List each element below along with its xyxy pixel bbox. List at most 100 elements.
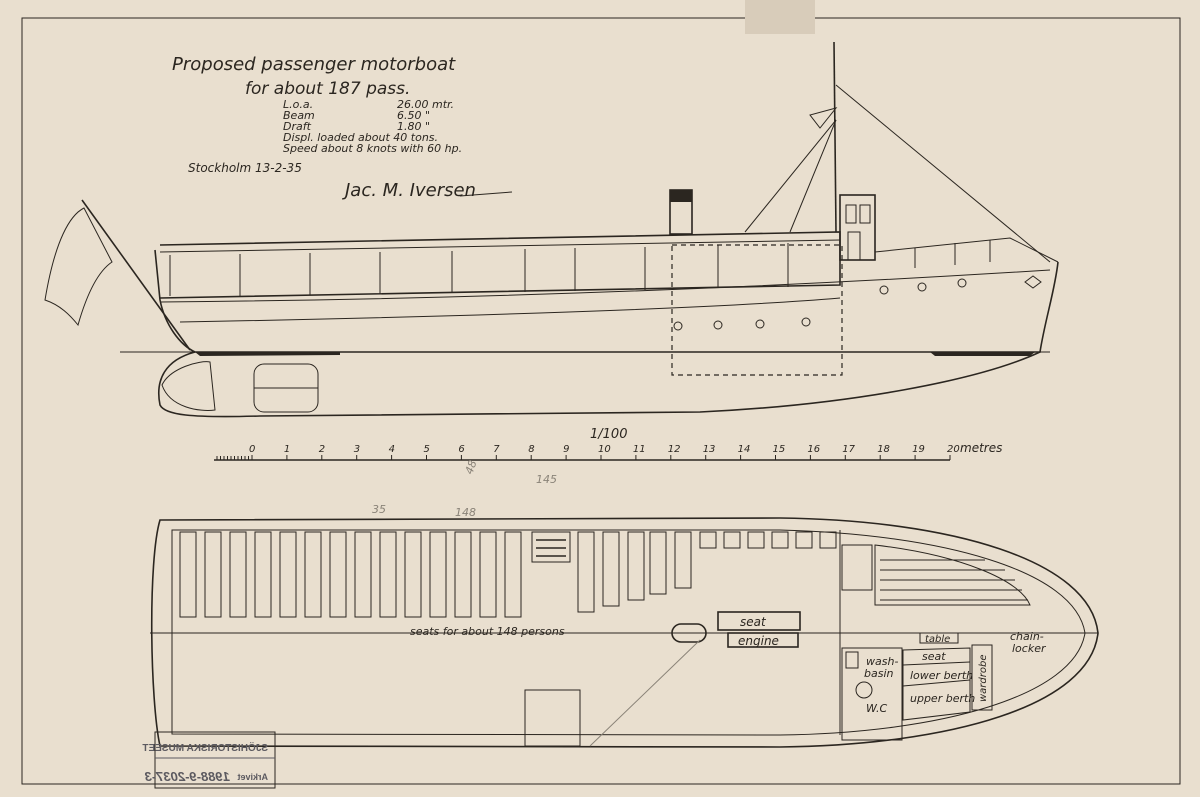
wheelhouse-door — [847, 231, 861, 261]
engine-box — [727, 632, 799, 648]
bench — [795, 531, 813, 549]
washbasin — [845, 651, 859, 669]
bench — [602, 531, 620, 607]
spec-value-loa: 26.00 mtr. — [397, 98, 454, 111]
seats-label: seats for about 148 persons — [410, 625, 565, 638]
spec-label-loa: L.o.a. — [283, 98, 313, 111]
wardrobe-label: wardrobe — [978, 655, 989, 703]
scale-unit: metres — [960, 441, 1002, 455]
drawing-frame — [21, 17, 1181, 785]
underwater-hull — [158, 351, 1041, 418]
seat-label: seat — [740, 615, 767, 629]
rudder — [161, 361, 216, 411]
spec-label-beam: Beam — [283, 109, 315, 122]
hatch — [524, 689, 581, 747]
bench — [627, 531, 645, 601]
scale-tick-label: 6 — [458, 444, 464, 455]
spec-label-draft: Draft — [283, 120, 312, 133]
spec-value-beam: 6.50 " — [397, 109, 430, 122]
bench — [771, 531, 789, 549]
bench — [404, 531, 422, 618]
bow-rail — [874, 237, 1059, 263]
hull-plan-outline — [150, 517, 1099, 748]
scale-tick-label: 14 — [738, 444, 751, 455]
pencil-note-35: 35 — [372, 503, 386, 516]
stamp-number: 1988-9-2037-3 — [144, 769, 230, 784]
pencil-note-148: 148 — [455, 506, 476, 519]
museum-stamp: SJÖHISTORISKA MUSEET Arkivet 1988-9-2037… — [142, 731, 276, 789]
pencil-note-48: 48 — [463, 458, 480, 476]
pennant — [809, 107, 838, 129]
scale-tick-label: 13 — [703, 444, 716, 455]
scale-tick-label: 0 — [249, 444, 255, 455]
seat-box — [717, 611, 801, 631]
foredeck-planking — [874, 544, 1031, 606]
bench — [699, 531, 717, 549]
bench — [723, 531, 741, 549]
bench — [204, 531, 222, 618]
scale-tick-label: 16 — [807, 444, 820, 455]
signature: Jac. M. Iversen — [342, 180, 476, 201]
tape-mark — [745, 0, 815, 34]
bench — [229, 531, 247, 618]
speed-text: Speed about 8 knots with 60 hp. — [283, 142, 462, 155]
stairs — [531, 531, 571, 563]
scale-tick-label: 4 — [389, 444, 395, 455]
bench — [577, 531, 595, 613]
scale-tick-label: 17 — [842, 444, 855, 455]
bench — [504, 531, 522, 618]
scale-tick-label: 2 — [319, 444, 325, 455]
wc-icon — [855, 681, 873, 699]
scale-tick-label: 15 — [773, 444, 786, 455]
flag — [44, 207, 113, 327]
scale-tick-label: 20 — [947, 444, 960, 455]
bench — [747, 531, 765, 549]
spec-value-draft: 1.80 " — [397, 120, 430, 133]
mast — [833, 41, 837, 233]
upper-berth-label: upper berth — [910, 692, 975, 705]
benches — [179, 531, 837, 618]
engine-label: engine — [738, 634, 779, 648]
bench — [649, 531, 667, 595]
bench — [254, 531, 272, 618]
bench — [354, 531, 372, 618]
seat2-label: seat — [922, 650, 946, 663]
table-label: table — [925, 634, 950, 645]
title-line1: Proposed passenger motorboat — [172, 54, 456, 75]
title-line2: for about 187 pass. — [245, 79, 410, 99]
bench — [329, 531, 347, 618]
place-date: Stockholm 13-2-35 — [188, 161, 302, 175]
bench — [819, 531, 837, 549]
chain-locker-label-1: chain- — [1010, 630, 1044, 643]
scale-tick-label: 10 — [598, 444, 611, 455]
scale-tick-label: 18 — [877, 444, 890, 455]
stamp-archive-label: Arkivet — [237, 772, 268, 782]
wc-label: W.C — [866, 702, 887, 715]
chain-locker-label-2: locker — [1012, 642, 1047, 655]
stamp-museum: SJÖHISTORISKA MUSEET — [142, 741, 268, 754]
bench — [379, 531, 397, 618]
bench — [179, 531, 197, 618]
scale-tick-label: 9 — [563, 444, 569, 455]
profile-view — [44, 41, 1059, 418]
bow-emblem — [1024, 275, 1042, 289]
scale-tick-label: 1 — [284, 444, 290, 455]
scale-tick-label: 7 — [493, 444, 500, 455]
displacement-text: Displ. loaded about 40 tons. — [283, 131, 438, 144]
scale-tick-label: 12 — [668, 444, 681, 455]
portholes — [673, 278, 967, 331]
bench — [279, 531, 297, 618]
bench — [454, 531, 472, 618]
flagstaff — [81, 199, 191, 351]
washbasin-label-2: basin — [864, 667, 894, 680]
forestay — [835, 84, 1051, 263]
scale-tick-label: 3 — [354, 444, 360, 455]
pencil-note-145: 145 — [536, 473, 557, 486]
engine-hatch — [671, 623, 707, 643]
scale-tick-label: 11 — [633, 444, 646, 455]
plan-view: seat engine seats for about 148 persons … — [150, 503, 1099, 748]
hull-profile — [154, 249, 1059, 353]
bench — [479, 531, 497, 618]
title-block: Proposed passenger motorboat for about 1… — [172, 54, 513, 201]
